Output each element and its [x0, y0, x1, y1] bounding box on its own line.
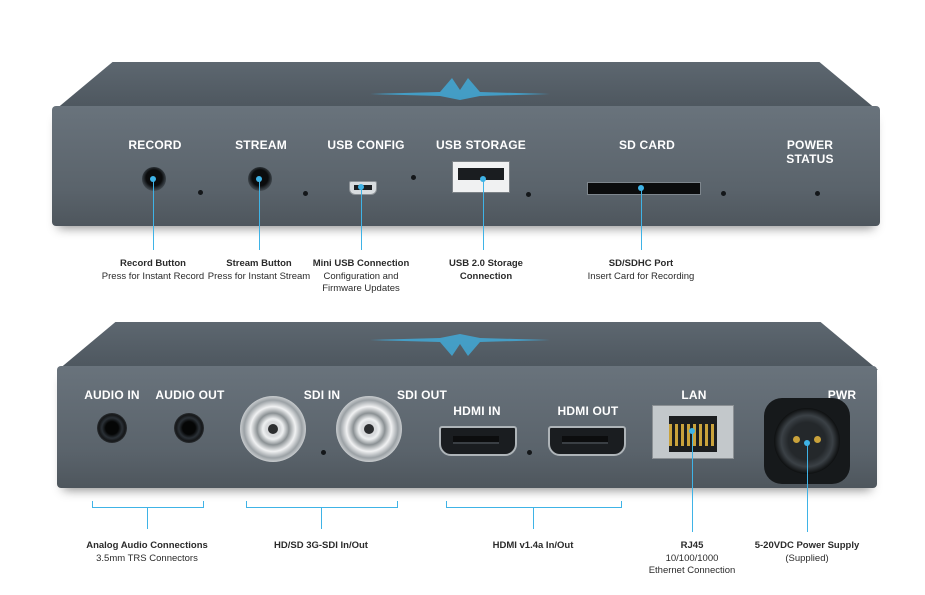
sdi-bracket	[246, 501, 398, 508]
power-pin-right	[814, 436, 821, 443]
hdmi-in-label: HDMI IN	[453, 404, 501, 418]
power-status-line-2: STATUS	[786, 152, 834, 166]
audio-in-label: AUDIO IN	[84, 388, 140, 402]
sdi-in-label: SDI IN	[303, 388, 341, 402]
lan-caption-title: RJ45	[680, 540, 704, 551]
audio-caption-title: Analog Audio Connections	[86, 540, 208, 551]
power-status-led	[815, 191, 820, 196]
record-led	[198, 190, 203, 195]
sd-card-led	[721, 191, 726, 196]
sd-card-slot[interactable]	[587, 182, 701, 195]
hdmi-caption-title: HDMI v1.4a In/Out	[492, 540, 574, 551]
lan-label: LAN	[681, 388, 707, 402]
sd-card-callout-line	[641, 190, 642, 250]
usb-config-label: USB CONFIG	[327, 138, 405, 152]
usb-config-led	[411, 175, 416, 180]
usb-config-caption-detail-2: Firmware Updates	[322, 283, 400, 294]
usb-storage-callout-line	[483, 180, 484, 250]
sdi-out-connector[interactable]	[336, 396, 402, 462]
lan-caption-detail-1: 10/100/1000	[665, 552, 719, 564]
record-callout-line	[153, 180, 154, 250]
usb-config-caption: Mini USB Connection Configuration and Fi…	[296, 258, 426, 296]
audio-out-jack[interactable]	[174, 413, 204, 443]
pwr-caption-detail: (Supplied)	[785, 552, 829, 564]
usb-config-caption-title: Mini USB Connection	[312, 258, 410, 269]
pwr-caption-title: 5-20VDC Power Supply	[754, 540, 860, 551]
audio-caption-detail: 3.5mm TRS Connectors	[96, 552, 198, 564]
record-caption: Record Button Press for Instant Record	[78, 258, 228, 283]
hdmi-indicator	[527, 450, 532, 455]
lan-caption: RJ45 10/100/1000 Ethernet Connection	[632, 540, 752, 578]
pwr-caption: 5-20VDC Power Supply (Supplied)	[742, 540, 872, 565]
power-status-label: POWER STATUS	[770, 138, 850, 166]
hdmi-out-label: HDMI OUT	[557, 404, 619, 418]
power-pin-left	[793, 436, 800, 443]
usb-config-callout-dot	[358, 184, 364, 190]
sd-card-label: SD CARD	[618, 138, 676, 152]
usb-storage-caption: USB 2.0 Storage Connection	[426, 258, 546, 283]
sdi-indicator	[321, 450, 326, 455]
power-status-line-1: POWER	[786, 138, 834, 152]
usb-config-callout-line	[361, 188, 362, 250]
pwr-callout-line	[807, 444, 808, 532]
stream-label: STREAM	[235, 138, 287, 152]
stream-caption-title: Stream Button	[226, 258, 292, 269]
sd-card-caption: SD/SDHC Port Insert Card for Recording	[566, 258, 716, 283]
stream-led	[303, 191, 308, 196]
record-callout-dot	[150, 176, 156, 182]
sdi-in-connector[interactable]	[240, 396, 306, 462]
sdi-out-label: SDI OUT	[396, 388, 448, 402]
sdi-caption-title: HD/SD 3G-SDI In/Out	[274, 540, 368, 551]
pwr-callout-dot	[804, 440, 810, 446]
usb-storage-callout-dot	[480, 176, 486, 182]
brand-logo-rear-icon	[370, 334, 550, 356]
audio-bracket-stem	[147, 507, 148, 529]
lan-callout-line	[692, 432, 693, 532]
hdmi-out-port[interactable]	[548, 426, 626, 456]
lan-callout-dot	[689, 428, 695, 434]
audio-caption: Analog Audio Connections 3.5mm TRS Conne…	[72, 540, 222, 565]
sd-card-caption-title: SD/SDHC Port	[608, 258, 674, 269]
usb-storage-caption-title: USB 2.0 Storage	[449, 258, 523, 269]
sd-card-callout-dot	[638, 185, 644, 191]
hdmi-in-port[interactable]	[439, 426, 517, 456]
record-label: RECORD	[128, 138, 182, 152]
hdmi-caption: HDMI v1.4a In/Out	[458, 540, 608, 553]
stream-caption-detail: Press for Instant Stream	[207, 270, 311, 282]
usb-storage-led	[526, 192, 531, 197]
usb-config-caption-detail-1: Configuration and	[323, 270, 399, 282]
stream-caption: Stream Button Press for Instant Stream	[184, 258, 334, 283]
brand-logo-icon	[370, 78, 550, 100]
usb-storage-caption-detail: Connection	[459, 270, 513, 282]
sdi-bracket-stem	[321, 507, 322, 529]
audio-out-label: AUDIO OUT	[155, 388, 225, 402]
record-caption-detail: Press for Instant Record	[101, 270, 205, 282]
lan-caption-detail-2: Ethernet Connection	[648, 565, 736, 576]
sdi-caption: HD/SD 3G-SDI In/Out	[246, 540, 396, 553]
stream-callout-dot	[256, 176, 262, 182]
audio-in-jack[interactable]	[97, 413, 127, 443]
hdmi-bracket-stem	[533, 507, 534, 529]
stream-callout-line	[259, 180, 260, 250]
record-caption-title: Record Button	[120, 258, 186, 269]
hdmi-bracket	[446, 501, 622, 508]
sd-card-caption-detail: Insert Card for Recording	[587, 270, 695, 282]
usb-storage-label: USB STORAGE	[436, 138, 526, 152]
audio-bracket	[92, 501, 204, 508]
